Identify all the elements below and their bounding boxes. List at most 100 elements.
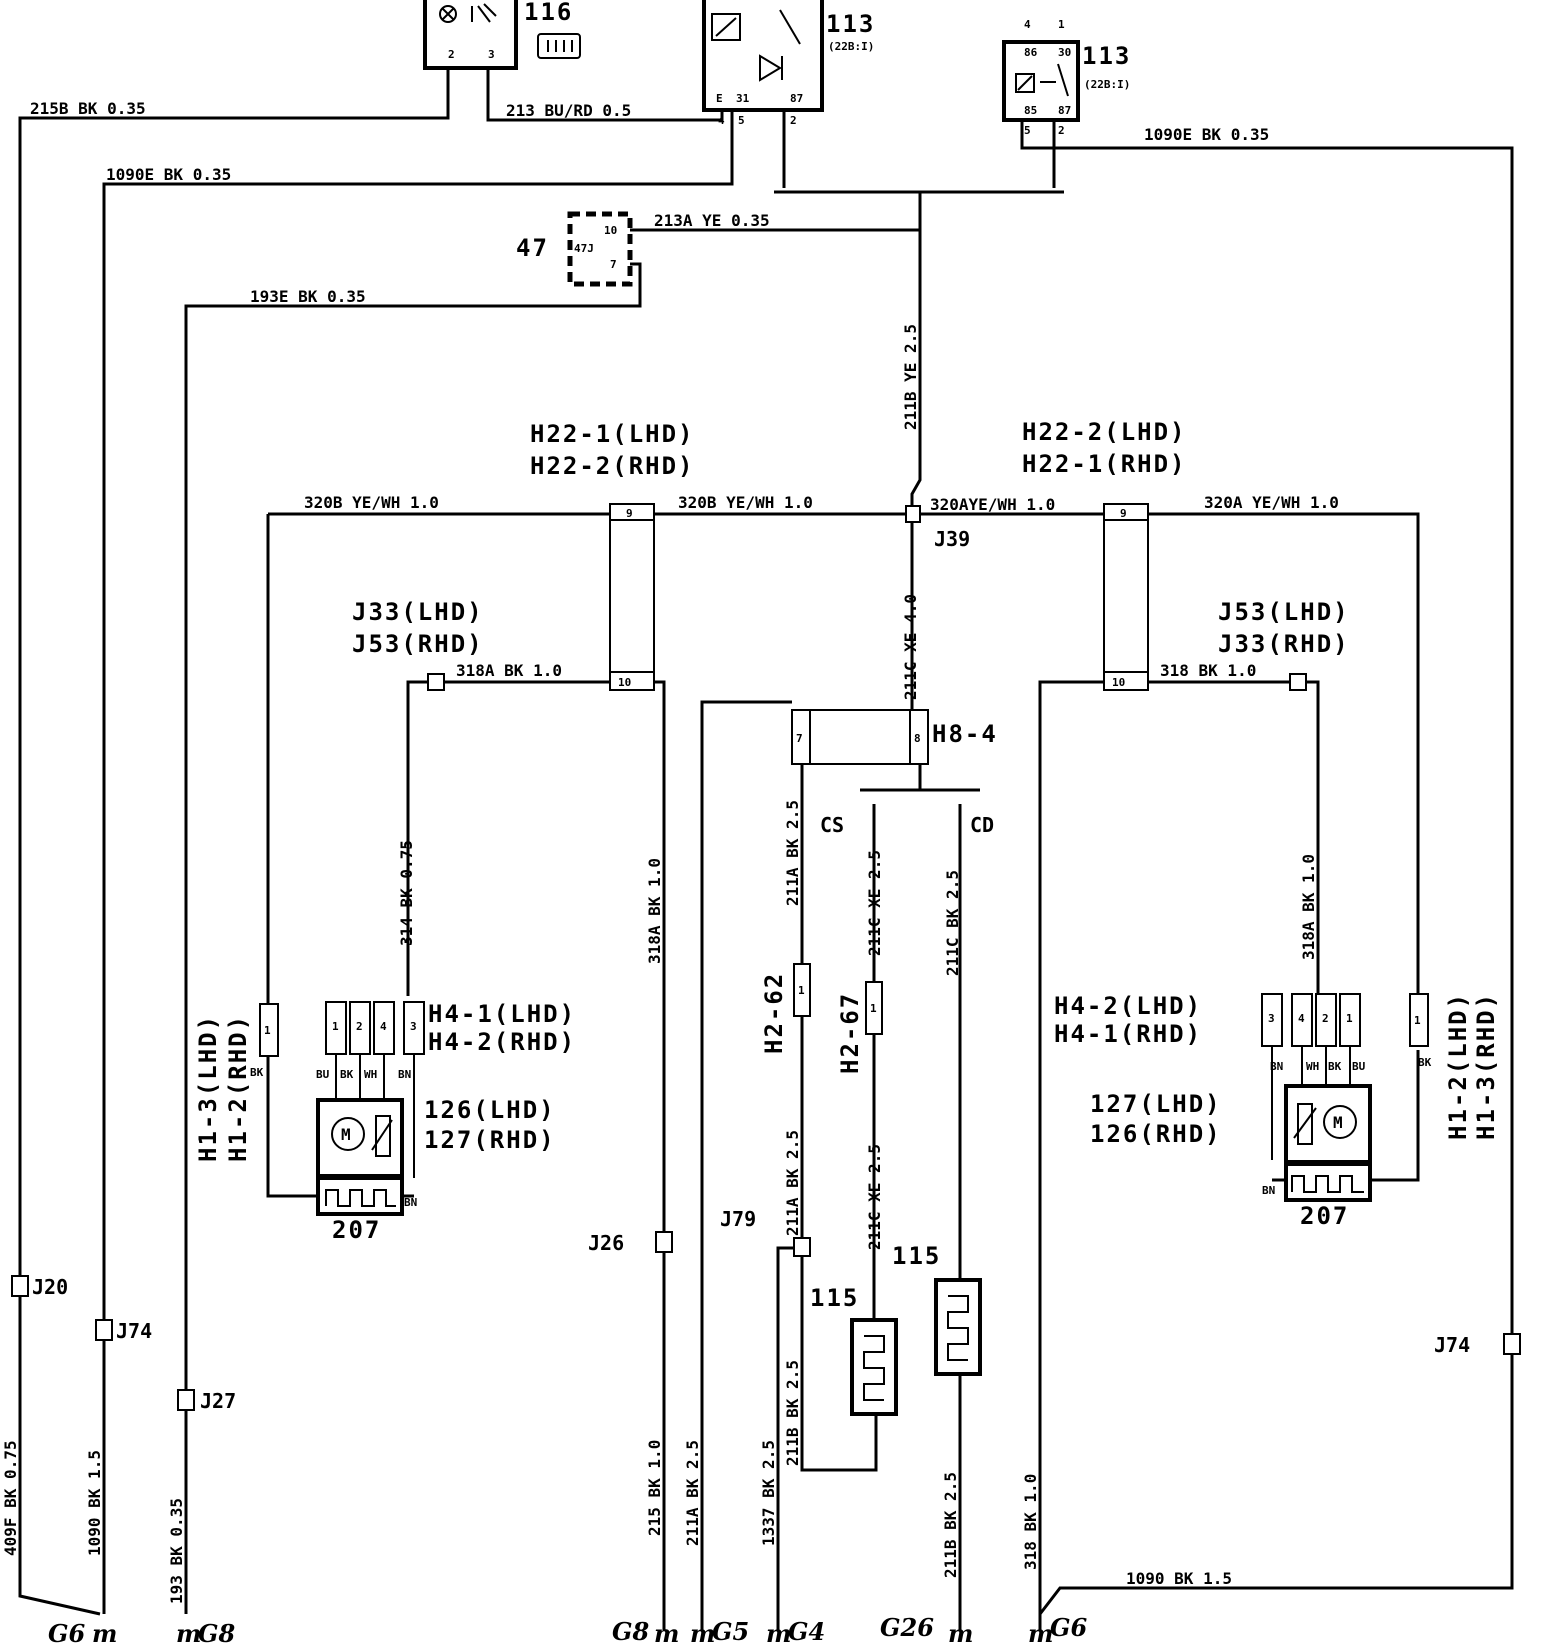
motor-left-leads: [335, 1054, 415, 1178]
pin-label: 4: [380, 1020, 387, 1033]
wire-bn-right: [1272, 1050, 1420, 1182]
wire-label: 409F BK 0.75: [1, 1440, 20, 1556]
splice-j39-label: J39: [934, 527, 970, 551]
relay-113-left: E 31 87 4 5 2 113 (22B:I): [702, 0, 874, 127]
pin-label: WH: [364, 1068, 377, 1081]
label-cd: CD: [970, 813, 994, 837]
heater-207-left: [316, 1176, 404, 1216]
splice-j20-label: J20: [32, 1275, 68, 1299]
wire-label: 1090 BK 1.5: [1126, 1569, 1232, 1588]
pin-label: 85: [1024, 104, 1037, 117]
pin-label: WH: [1306, 1060, 1319, 1073]
ground-g26: G26 m: [880, 1613, 973, 1648]
connector-h4-left-label: H4-1(LHD): [428, 1000, 576, 1028]
pin-label: 2: [356, 1020, 363, 1033]
connector-h1-left-label: H1-3(LHD): [194, 1014, 222, 1162]
connector-h1-right-label: H1-3(RHD): [1472, 992, 1500, 1140]
pin-label: BU: [1352, 1060, 1366, 1073]
connector-j33-label: J33(LHD): [352, 598, 484, 626]
wire-label: 215B BK 0.35: [30, 99, 146, 118]
pin-label: 3: [1268, 1012, 1275, 1025]
pin-label: 2: [790, 114, 797, 127]
pin-label: BN: [398, 1068, 411, 1081]
connector-j53-label: J33(RHD): [1218, 630, 1350, 658]
relay-113-sublabel: (22B:I): [828, 40, 874, 53]
connector-h8-4-label: H8-4: [932, 720, 998, 748]
ground-g8-left: m G8: [176, 1619, 235, 1648]
connector-h2-67-label: H2-67: [836, 992, 864, 1074]
wire-label: 211B YE 2.5: [901, 324, 920, 430]
component-47-inner: 47J: [574, 242, 594, 255]
splice-j27-label: J27: [200, 1389, 236, 1413]
component-47-label: 47: [516, 234, 549, 262]
heater-207-left-label: 207: [332, 1216, 381, 1244]
connector-h1-left-label: H1-2(RHD): [224, 1014, 252, 1162]
connector-h22-right-label: H22-1(RHD): [1022, 450, 1187, 478]
connector-h1-right: 1 BK: [1409, 993, 1432, 1069]
connector-h4-right: 3 4 2 1: [1261, 993, 1361, 1047]
pin-label: BK: [1418, 1056, 1432, 1069]
pin-label: 10: [618, 676, 631, 689]
ground-label: G26: [880, 1613, 934, 1642]
pin-label: 1: [1346, 1012, 1353, 1025]
ground-g5: m G5: [690, 1617, 749, 1648]
connector-h22-left: 9 10: [609, 503, 655, 691]
connector-h4-left-label: H4-2(RHD): [428, 1028, 576, 1056]
wire-211b: [910, 192, 922, 512]
component-116: 2 3 116: [423, 0, 581, 70]
wire-label: 211A BK 2.5: [783, 1130, 802, 1236]
splice-j79: [793, 1237, 811, 1257]
wire-label: 211A BK 2.5: [683, 1440, 702, 1546]
wire-318a-down: [654, 680, 666, 1234]
connector-h22-left-label: H22-2(RHD): [530, 452, 695, 480]
wire-label: 320A YE/WH 1.0: [1204, 493, 1339, 512]
wire-label: 314 BK 0.75: [397, 840, 416, 946]
wire-318-right: [1038, 680, 1104, 1630]
splice-j74-label: J74: [1434, 1333, 1470, 1357]
pin-label: 31: [736, 92, 750, 105]
pin-label: 86: [1024, 46, 1038, 59]
pin-label: 5: [1024, 124, 1031, 137]
wire-label: 320AYE/WH 1.0: [930, 495, 1055, 514]
wire-211a-g5: [700, 700, 792, 1630]
motor-right: M: [1284, 1084, 1372, 1164]
pin-label: 2: [1322, 1012, 1329, 1025]
motor-left-label: 127(RHD): [424, 1126, 556, 1154]
ground-label: G8: [612, 1617, 649, 1646]
wire-label: 318A BK 1.0: [1299, 854, 1318, 960]
pin-label: BK: [340, 1068, 354, 1081]
wire-label: 193E BK 0.35: [250, 287, 366, 306]
pin-label: 1: [264, 1024, 271, 1037]
ground-label: G6: [1050, 1613, 1087, 1642]
pin-label: 7: [610, 258, 617, 271]
motor-right-leads: [1271, 1046, 1351, 1160]
pin-label: 87: [1058, 104, 1071, 117]
splice-j26-label: J26: [588, 1231, 624, 1255]
pin-label: 4: [1298, 1012, 1305, 1025]
brace-cs-cd: [860, 764, 980, 792]
wire-label: 318A BK 1.0: [645, 858, 664, 964]
splice-j79-label: J79: [720, 1207, 756, 1231]
connector-h4-right-label: H4-1(RHD): [1054, 1020, 1202, 1048]
pin-label: 5: [738, 114, 745, 127]
wire-label: 213A YE 0.35: [654, 211, 770, 230]
wire-label: 1337 BK 2.5: [759, 1440, 778, 1546]
splice-j27: [177, 1389, 195, 1411]
wire-label: 213 BU/RD 0.5: [506, 101, 631, 120]
motor-symbol: M: [1333, 1113, 1343, 1132]
component-47: 47J 10 7 47: [516, 211, 633, 287]
connector-j53-label: J53(LHD): [1218, 598, 1350, 626]
pin-label: BN: [404, 1196, 417, 1209]
wire-label: 320B YE/WH 1.0: [678, 493, 813, 512]
wire-320: [266, 512, 1420, 1198]
pin-label: BK: [250, 1066, 264, 1079]
motor-left: M: [316, 1098, 404, 1178]
pin-label: 10: [604, 224, 617, 237]
connector-h1-left: 1 BK: [250, 1003, 279, 1079]
ground-icon: m: [1028, 1619, 1053, 1648]
pin-label: 4: [1024, 18, 1031, 31]
connector-j33-label: J53(RHD): [352, 630, 484, 658]
wire-label: 1090E BK 0.35: [106, 165, 231, 184]
pin-label: 3: [410, 1020, 417, 1033]
connector-h2-62: [793, 963, 811, 1017]
